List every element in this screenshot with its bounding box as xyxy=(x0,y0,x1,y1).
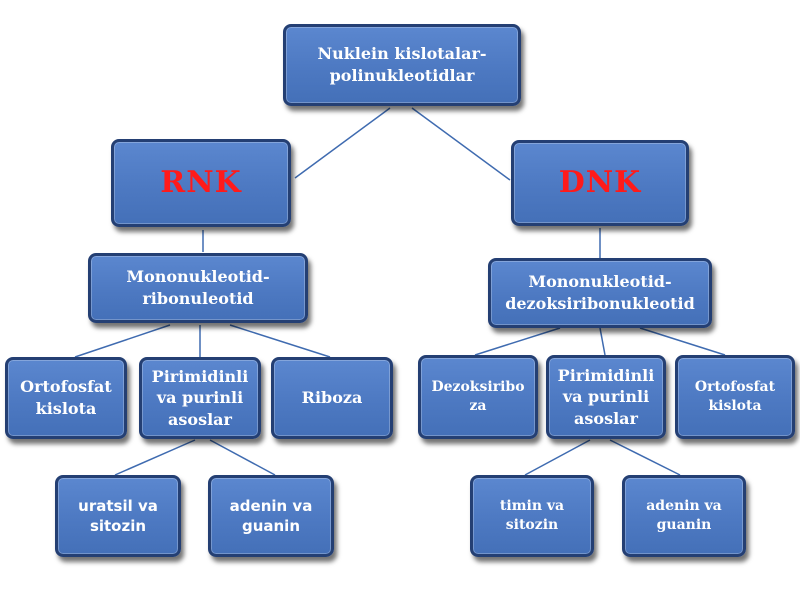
connector-dnk-timin xyxy=(524,439,591,476)
dnk-label: DNK xyxy=(558,164,642,200)
rnk-riboza-node: Riboza xyxy=(271,357,393,439)
connector-rnk-riboza xyxy=(229,324,331,358)
dnk-node: DNK xyxy=(511,140,689,226)
dnk-dezoksiriboza-node: Dezoksiribo za xyxy=(418,355,538,439)
dnk-adenin-node: adenin va guanin xyxy=(622,475,746,557)
rnk-adenin-label: adenin va guanin xyxy=(229,496,313,535)
rnk-uratsil-node: uratsil va sitozin xyxy=(55,475,181,557)
rnk-pirimidinli-node: Pirimidinli va purinli asoslar xyxy=(139,357,261,439)
dnk-pirimidinli-label: Pirimidinli va purinli asoslar xyxy=(557,365,655,428)
rnk-uratsil-label: uratsil va sitozin xyxy=(78,496,158,535)
rnk-mono-label: Mononukleotid- ribonuleotid xyxy=(126,267,270,308)
connector-root-rnk xyxy=(294,107,391,179)
rnk-ortofosfat-label: Ortofosfat kislota xyxy=(20,377,112,418)
rnk-adenin-node: adenin va guanin xyxy=(208,475,334,557)
dnk-pirimidinli-node: Pirimidinli va purinli asoslar xyxy=(546,355,666,439)
dnk-dezoksiriboza-label: Dezoksiribo za xyxy=(431,379,525,414)
dnk-mono-label: Mononukleotid- dezoksiribonukleotid xyxy=(505,272,695,313)
rnk-pirimidinli-label: Pirimidinli va purinli asoslar xyxy=(151,366,249,429)
rnk-ortofosfat-node: Ortofosfat kislota xyxy=(5,357,127,439)
dnk-ortofosfat-node: Ortofosfat kislota xyxy=(675,355,795,439)
dnk-timin-node: timin va sitozin xyxy=(470,475,594,557)
connector-root-dnk xyxy=(411,107,511,181)
connector-dnk-pirimidinli xyxy=(599,327,606,356)
connector-rnk-ortofosfat xyxy=(74,324,171,358)
dnk-ortofosfat-label: Ortofosfat kislota xyxy=(694,379,776,414)
rnk-label: RNK xyxy=(160,164,242,200)
connector-rnk-uratsil xyxy=(114,439,196,476)
connector-dnk-dezoksiriboza xyxy=(474,327,561,356)
dnk-adenin-label: adenin va guanin xyxy=(646,498,722,533)
connector-dnk-adenin xyxy=(609,439,681,476)
dnk-mono-node: Mononukleotid- dezoksiribonukleotid xyxy=(488,258,712,328)
dnk-timin-label: timin va sitozin xyxy=(499,498,565,533)
rnk-mono-node: Mononukleotid- ribonuleotid xyxy=(88,253,308,323)
rnk-riboza-label: Riboza xyxy=(301,388,363,408)
connector-rnk-adenin xyxy=(209,439,276,476)
root-label: Nuklein kislotalar- polinukleotidlar xyxy=(317,44,487,85)
root-node: Nuklein kislotalar- polinukleotidlar xyxy=(283,24,521,106)
rnk-node: RNK xyxy=(111,139,291,227)
connector-dnk-ortofosfat xyxy=(639,327,726,356)
